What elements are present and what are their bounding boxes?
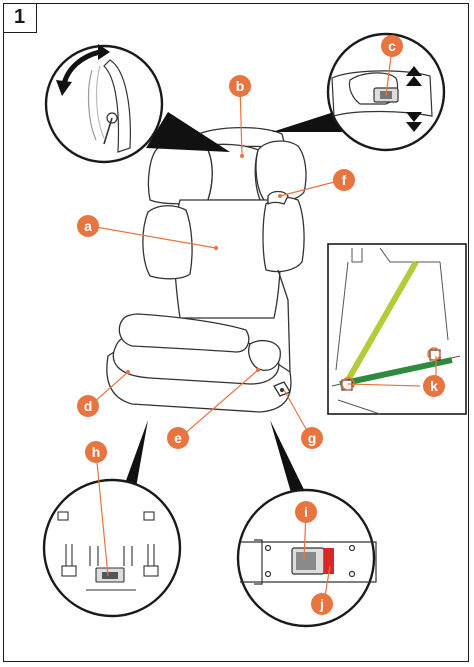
isofix-latch-left — [61, 565, 77, 577]
underside-rail-right — [147, 544, 155, 566]
vehicle-headrest — [351, 248, 363, 263]
side-wing-left — [142, 205, 193, 280]
figure-number: 1 — [3, 3, 37, 33]
belt-guide-f — [267, 190, 289, 205]
leader-f — [279, 179, 343, 197]
svg-text:d: d — [84, 398, 93, 414]
vehicle-seat-side — [439, 261, 449, 341]
callout-h: h — [85, 441, 107, 463]
double-down-arrow-icon — [406, 112, 422, 132]
callout-d: d — [77, 395, 99, 417]
pivot-rod — [103, 117, 113, 145]
diagonal-belt — [345, 260, 419, 382]
underside-rails-centre — [89, 546, 133, 566]
seat-frame-right — [277, 269, 291, 379]
side-wing-right — [262, 196, 305, 273]
svg-text:g: g — [308, 430, 317, 446]
isofix-release-red-j — [324, 548, 334, 574]
detail-belt-routing — [327, 243, 467, 415]
callout-e: e — [167, 427, 189, 449]
armrest-right — [248, 339, 281, 371]
vehicle-seat-back-edge — [335, 261, 349, 371]
arm-rivet-2 — [264, 570, 272, 578]
callout-f: f — [333, 169, 355, 191]
double-up-arrow-icon — [406, 66, 422, 86]
callout-c: c — [381, 35, 403, 57]
arm-rivet-3 — [348, 544, 356, 552]
callout-i: i — [295, 501, 317, 523]
isofix-latch-right — [143, 565, 159, 577]
isofix-release-core — [102, 572, 118, 579]
leader-d — [91, 371, 129, 405]
figure-frame — [3, 3, 469, 662]
leader-e — [181, 369, 259, 437]
arm-rivet-4 — [348, 570, 356, 578]
svg-text:f: f — [342, 172, 347, 188]
callout-g: g — [301, 427, 323, 449]
detail-pointer-wedge-i — [270, 420, 312, 510]
svg-text:b: b — [236, 78, 245, 94]
seat-front-roll — [118, 313, 250, 353]
leader-g — [283, 389, 311, 437]
callout-badges: a b c d e f g — [77, 35, 445, 615]
vehicle-seat-top — [379, 247, 440, 263]
detail-isofix-underside — [42, 420, 182, 618]
detail-circle-h — [42, 478, 182, 618]
svg-text:e: e — [174, 430, 182, 446]
headrest-side-profile — [103, 59, 131, 153]
svg-text:k: k — [430, 378, 438, 394]
leader-b — [239, 85, 243, 157]
isofix-indicator-window — [296, 552, 316, 570]
underside-slot-1 — [57, 511, 69, 521]
detail-height-adjust — [272, 32, 446, 152]
headrest-right-wing — [255, 140, 307, 203]
callout-j: j — [311, 593, 333, 615]
curved-rotation-arrow-icon — [56, 44, 110, 96]
vehicle-floor-line — [337, 399, 381, 415]
isofix-arm-end — [254, 539, 263, 585]
leader-h — [95, 451, 109, 577]
handle-pivot — [280, 388, 284, 392]
headrest-ghost-outline — [87, 69, 97, 141]
detail-headrest-rotation — [44, 44, 230, 164]
svg-text:c: c — [388, 38, 396, 54]
detail-pointer-wedge-right — [272, 112, 342, 132]
detail-isofix-arm — [236, 420, 377, 628]
detail-circle — [44, 44, 164, 164]
underside-rail-left — [65, 544, 73, 566]
headrest-ghost-outline-2 — [95, 65, 105, 139]
leader-a — [89, 225, 217, 249]
svg-text:i: i — [304, 504, 308, 520]
car-seat-main — [106, 126, 307, 413]
underside-slot-2 — [143, 511, 155, 521]
callout-a: a — [77, 215, 99, 237]
callout-b: b — [229, 75, 251, 97]
svg-text:j: j — [319, 596, 324, 612]
svg-text:a: a — [84, 218, 92, 234]
detail-pointer-wedge-left — [146, 112, 230, 152]
arm-rivet-1 — [264, 544, 272, 552]
callout-k: k — [423, 375, 445, 397]
lap-belt — [339, 357, 453, 387]
headrest-centre — [205, 143, 261, 201]
svg-text:h: h — [92, 444, 101, 460]
isofix-arm-body — [240, 541, 377, 583]
